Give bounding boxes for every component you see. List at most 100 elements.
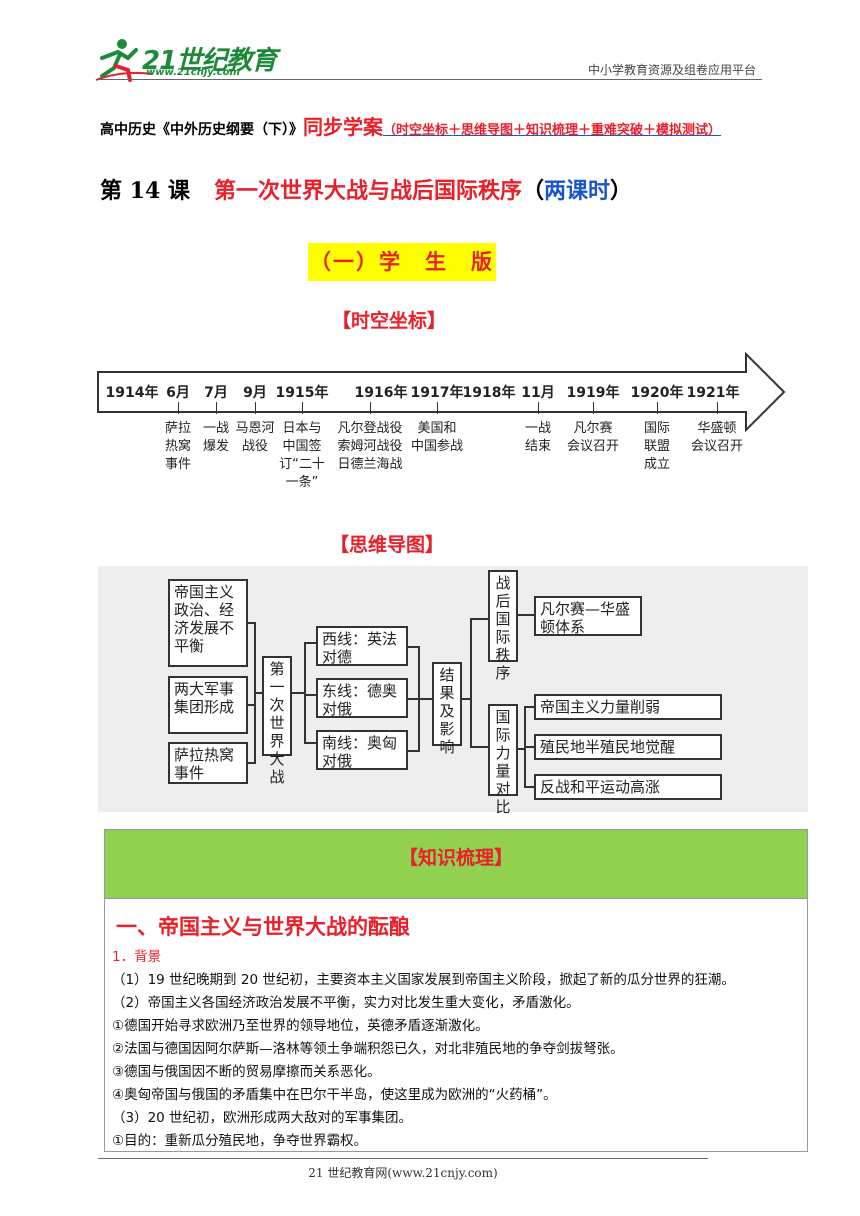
timeline-event-line: 萨拉 <box>164 421 192 436</box>
power-item-antiwar-movement: 反战和平运动高涨 <box>534 774 722 800</box>
timeline-tick <box>717 402 718 414</box>
front-east: 东线：德奥对俄 <box>316 678 408 718</box>
knowledge-line: ①德国开始寻求欧洲乃至世界的领导地位，英德矛盾逐渐激化。 <box>112 1018 489 1034</box>
logo-url: www.21cnjy.com <box>146 67 240 78</box>
timeline-event: 凡尔登战役索姆河战役日德兰海战 <box>337 420 402 474</box>
timeline-event: 凡尔赛会议召开 <box>567 420 619 456</box>
knowledge-line: ①目的：重新瓜分殖民地，争夺世界霸权。 <box>112 1133 368 1149</box>
timeline-event-line: 爆发 <box>202 439 230 454</box>
title-course: 高中历史《中外历史纲要（下）》 <box>100 122 303 138</box>
knowledge-header-bar <box>104 829 808 899</box>
timeline-year: 1917年 <box>410 385 464 401</box>
lesson-duration: 两课时 <box>543 178 610 204</box>
footer-divider <box>98 1158 708 1159</box>
timeline-arrow-icon <box>97 352 786 432</box>
power-item-colonies-awakening: 殖民地半殖民地觉醒 <box>534 734 722 760</box>
document-title: 高中历史《中外历史纲要（下）》同步学案（时空坐标＋思维导图＋知识梳理＋重难突破＋… <box>100 114 780 144</box>
timeline-event: 华盛顿会议召开 <box>691 420 743 456</box>
timeline-year: 1915年 <box>275 385 329 401</box>
knowledge-line: 1．背景 <box>112 949 162 965</box>
timeline-year: 1920年 <box>630 385 684 401</box>
timeline-tick <box>538 402 539 414</box>
timeline-event-line: 日本与 <box>282 421 322 436</box>
timeline-tick <box>593 402 594 414</box>
mind-map: 帝国主义政治、经济发展不平衡 两大军事集团形成 萨拉热窝事件 第一次世界大战 西… <box>98 566 808 816</box>
timeline-event: 萨拉热窝事件 <box>165 420 191 474</box>
timeline-event-line: 战役 <box>241 439 269 454</box>
section-heading-mindmap: 【思维导图】 <box>330 534 445 556</box>
timeline-event: 美国和中国参战 <box>411 420 463 456</box>
timeline-event-line: 国际 <box>643 421 671 436</box>
intl-power-balance: 国际力量对比 <box>488 704 518 816</box>
result-impact: 结果及影响 <box>432 662 462 756</box>
timeline-year: 1914年 <box>105 385 159 401</box>
timeline-tick <box>178 402 179 414</box>
timeline-event-line: 中国参战 <box>410 439 464 454</box>
timeline-year: 1921年 <box>686 385 740 401</box>
section-heading-timeline: 【时空坐标】 <box>332 310 447 332</box>
timeline-tick <box>302 402 303 414</box>
paren-open: （ <box>521 178 544 204</box>
knowledge-line: （2）帝国主义各国经济政治发展不平衡，实力对比发生重大变化，矛盾激化。 <box>112 995 580 1011</box>
header-divider <box>98 79 762 80</box>
timeline-event: 日本与中国签订“二十一条” <box>279 420 325 492</box>
timeline-year: 1918年 <box>462 385 516 401</box>
timeline-event: 一战结束 <box>525 420 551 456</box>
cause-sarajevo: 萨拉热窝事件 <box>168 742 248 784</box>
lesson-heading: 第 14 课第一次世界大战与战后国际秩序（两课时） <box>100 173 632 205</box>
section-heading-knowledge: 【知识梳理】 <box>398 847 513 869</box>
knowledge-lines: 1．背景 （1）19 世纪晚期到 20 世纪初，主要资本主义国家发展到帝国主义阶段… <box>112 946 802 1153</box>
timeline-year: 11月 <box>521 385 555 401</box>
timeline-event-line: 凡尔赛 <box>573 421 613 436</box>
timeline-event-line: 会议召开 <box>690 439 744 454</box>
timeline-year: 6月 <box>166 385 190 401</box>
timeline-year: 1919年 <box>566 385 620 401</box>
knowledge-line: ②法国与德国因阿尔萨斯—洛林等领土争端积怨已久，对北非殖民地的争夺剑拔弩张。 <box>112 1041 624 1057</box>
knowledge-line: ④奥匈帝国与俄国的矛盾集中在巴尔干半岛，使这里成为欧洲的“火药桶”。 <box>112 1087 557 1103</box>
title-components-link[interactable]: （时空坐标＋思维导图＋知识梳理＋重难突破＋模拟测试） <box>383 123 722 138</box>
timeline-event-line: 华盛顿 <box>697 421 737 436</box>
timeline-event-line: 美国和 <box>417 421 457 436</box>
timeline-event-line: 订“二十 <box>279 457 325 472</box>
timeline-event-line: 凡尔登战役 <box>337 421 403 436</box>
timeline-event-line: 会议召开 <box>566 439 620 454</box>
timeline-tick <box>657 402 658 414</box>
center-wwi: 第一次世界大战 <box>262 656 292 786</box>
timeline-event-line: 事件 <box>164 457 192 472</box>
runner-logo-icon <box>95 39 153 82</box>
front-west: 西线：英法对德 <box>316 626 408 666</box>
title-guide: 同步学案 <box>303 115 383 139</box>
timeline-event-line: 中国签 <box>282 439 322 454</box>
front-south: 南线：奥匈对俄 <box>316 730 408 770</box>
lesson-name: 第一次世界大战与战后国际秩序 <box>213 178 522 204</box>
timeline-event: 国际联盟成立 <box>644 420 670 474</box>
knowledge-section-title: 一、帝国主义与世界大战的酝酿 <box>116 915 410 939</box>
knowledge-line: （3）20 世纪初，欧洲形成两大敌对的军事集团。 <box>112 1110 413 1126</box>
postwar-order: 战后国际秩序 <box>488 570 518 682</box>
header-platform-text: 中小学教育资源及组卷应用平台 <box>587 63 756 77</box>
lesson-number: 第 14 课 <box>100 178 190 204</box>
timeline-event-line: 一战 <box>202 421 230 436</box>
timeline-event-line: 联盟 <box>643 439 671 454</box>
timeline-year: 9月 <box>243 385 267 401</box>
student-version-label: （一）学 生 版 <box>308 243 496 281</box>
timeline-event-line: 结束 <box>524 439 552 454</box>
timeline-tick <box>255 402 256 414</box>
knowledge-box <box>104 829 808 1152</box>
knowledge-line: （1）19 世纪晚期到 20 世纪初，主要资本主义国家发展到帝国主义阶段，掀起了… <box>112 972 735 988</box>
timeline-event-line: 日德兰海战 <box>337 457 403 472</box>
timeline-event: 马恩河战役 <box>235 420 274 456</box>
timeline-event-line: 热窝 <box>164 439 192 454</box>
timeline-year: 7月 <box>204 385 228 401</box>
power-item-imperialism-weakened: 帝国主义力量削弱 <box>534 694 722 720</box>
cause-imbalance: 帝国主义政治、经济发展不平衡 <box>168 579 248 667</box>
versailles-washington-system: 凡尔赛—华盛顿体系 <box>534 596 642 636</box>
timeline-tick <box>370 402 371 414</box>
timeline-event-line: 一战 <box>524 421 552 436</box>
timeline-event: 一战爆发 <box>203 420 229 456</box>
knowledge-line: ③德国与俄国因不断的贸易摩擦而关系恶化。 <box>112 1064 381 1080</box>
logo-text: 21世纪教育 <box>142 46 277 76</box>
cause-alliances: 两大军事集团形成 <box>168 676 248 734</box>
timeline-event-line: 索姆河战役 <box>337 439 403 454</box>
